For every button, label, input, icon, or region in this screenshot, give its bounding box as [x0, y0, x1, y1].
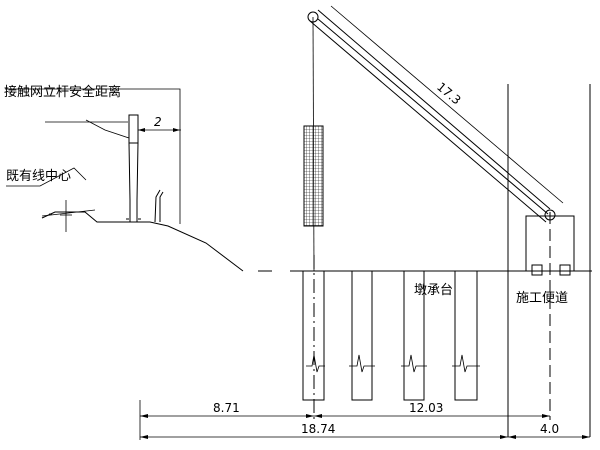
- rebar-cage: [303, 125, 324, 227]
- dimension-lines: [139, 400, 590, 440]
- total-span-label: 18.74: [301, 422, 335, 436]
- boom-length-label: 17.3: [434, 80, 463, 108]
- catenary-pole: [45, 114, 164, 223]
- crane-boom: [307, 5, 564, 272]
- road-width-label: 4.0: [540, 422, 559, 436]
- piles: [302, 271, 480, 401]
- pier-cap-label: 墩承台: [414, 283, 453, 298]
- construction-road-label: 施工便道: [516, 291, 568, 306]
- pile-2: [349, 271, 375, 401]
- existing-line-center-label: 既有线中心: [6, 169, 71, 184]
- left-span-label: 8.71: [213, 401, 240, 415]
- pile-3: [401, 271, 427, 401]
- pile-4: [452, 271, 480, 401]
- catenary-clearance-label: 接触网立杆安全距离: [4, 84, 121, 100]
- right-span-label: 12.03: [409, 401, 443, 415]
- clearance-value-label: 2: [154, 115, 162, 129]
- existing-line-center-marker: [6, 167, 87, 232]
- clearance-dimension: [5, 88, 181, 224]
- reference-lines: [507, 84, 591, 437]
